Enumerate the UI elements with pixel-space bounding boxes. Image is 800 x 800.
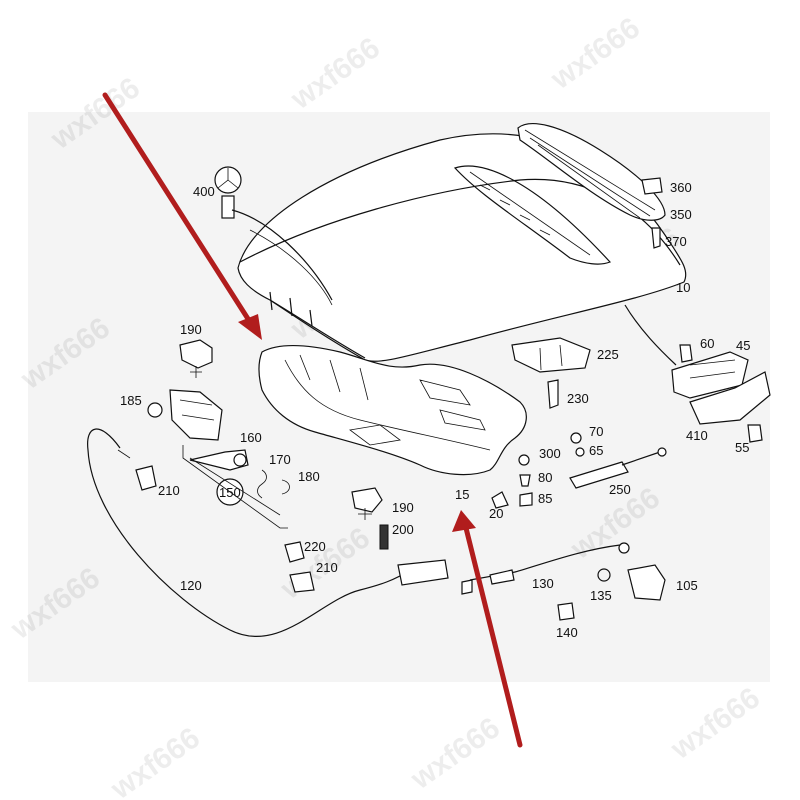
insulation-mat (258, 345, 527, 476)
callout-85: 85 (538, 491, 552, 506)
latch-190 (351, 487, 383, 513)
grommet-185 (147, 402, 163, 418)
pin-65 (575, 447, 585, 457)
hood-lock-bracket (169, 389, 223, 441)
callout-150: 150 (219, 485, 241, 500)
callout-labels: 400 360 350 370 10 190 60 45 225 185 230… (120, 180, 750, 640)
gas-strut-250 (569, 461, 629, 489)
callout-410: 410 (686, 428, 708, 443)
clip-135 (597, 568, 611, 582)
watermark-text: wxf666 (544, 11, 646, 96)
callout-120: 120 (180, 578, 202, 593)
clip-20 (491, 491, 509, 509)
callout-250: 250 (609, 482, 631, 497)
callout-20: 20 (489, 506, 503, 521)
callout-135: 135 (590, 588, 612, 603)
callout-45: 45 (736, 338, 750, 353)
callout-140: 140 (556, 625, 578, 640)
callout-160: 160 (240, 430, 262, 445)
arrowhead-icon (238, 314, 262, 340)
watermark-text: wxf666 (404, 711, 506, 796)
watermark-text: wxf666 (4, 561, 106, 646)
hood-panel (237, 123, 687, 362)
clip-140 (557, 602, 575, 621)
bolt-55 (747, 424, 763, 443)
callout-220: 220 (304, 539, 326, 554)
left-parts (87, 166, 449, 637)
bolt-230 (547, 379, 559, 409)
callout-225: 225 (597, 347, 619, 362)
callout-360: 360 (670, 180, 692, 195)
center-parts (351, 337, 591, 550)
bracket-225 (511, 337, 591, 373)
nut-85 (519, 492, 533, 507)
washer-70 (570, 432, 582, 444)
bolt-220 (284, 541, 305, 563)
callout-185: 185 (120, 393, 142, 408)
callout-130: 130 (532, 576, 554, 591)
callout-65: 65 (589, 443, 603, 458)
callout-190-lower: 190 (392, 500, 414, 515)
callout-105: 105 (676, 578, 698, 593)
hinge-cover-410 (689, 371, 771, 425)
release-lever-160 (189, 449, 249, 471)
callout-170: 170 (269, 452, 291, 467)
callout-300: 300 (539, 446, 561, 461)
watermark-text: wxf666 (104, 721, 206, 800)
callout-60: 60 (700, 336, 714, 351)
pointer-arrows (102, 92, 523, 748)
callout-15: 15 (455, 487, 469, 502)
plug-80 (519, 474, 531, 487)
watermark-text: wxf666 (14, 311, 116, 396)
hood-hinge-latch-190 (179, 339, 213, 369)
callout-70: 70 (589, 424, 603, 439)
bolt-60 (679, 344, 693, 363)
callout-55: 55 (735, 440, 749, 455)
clip-360 (641, 177, 663, 195)
ring-300 (518, 454, 530, 466)
bolt-200 (379, 524, 389, 550)
watermark-text: wxf666 (44, 71, 146, 156)
right-parts (461, 177, 771, 621)
cable-end-210 (135, 465, 157, 491)
release-handle-120 (397, 559, 449, 586)
bracket-105 (627, 564, 666, 601)
callout-210-left: 210 (158, 483, 180, 498)
screw-370 (651, 227, 661, 249)
watermark-text: wxf666 (664, 681, 766, 766)
callout-350: 350 (670, 207, 692, 222)
watermark-text: wxf666 (284, 31, 386, 116)
red-arrow-lower (463, 525, 523, 748)
callout-180: 180 (298, 469, 320, 484)
red-arrow-upper (102, 92, 253, 325)
callout-400: 400 (193, 184, 215, 199)
callout-200: 200 (392, 522, 414, 537)
callout-210-center: 210 (316, 560, 338, 575)
callout-190-upper: 190 (180, 322, 202, 337)
callout-370: 370 (665, 234, 687, 249)
callout-80: 80 (538, 470, 552, 485)
callout-10: 10 (676, 280, 690, 295)
callout-230: 230 (567, 391, 589, 406)
cable-end-130 (461, 579, 473, 595)
cable-clip-210 (289, 571, 315, 593)
arrowhead-icon (452, 510, 476, 532)
